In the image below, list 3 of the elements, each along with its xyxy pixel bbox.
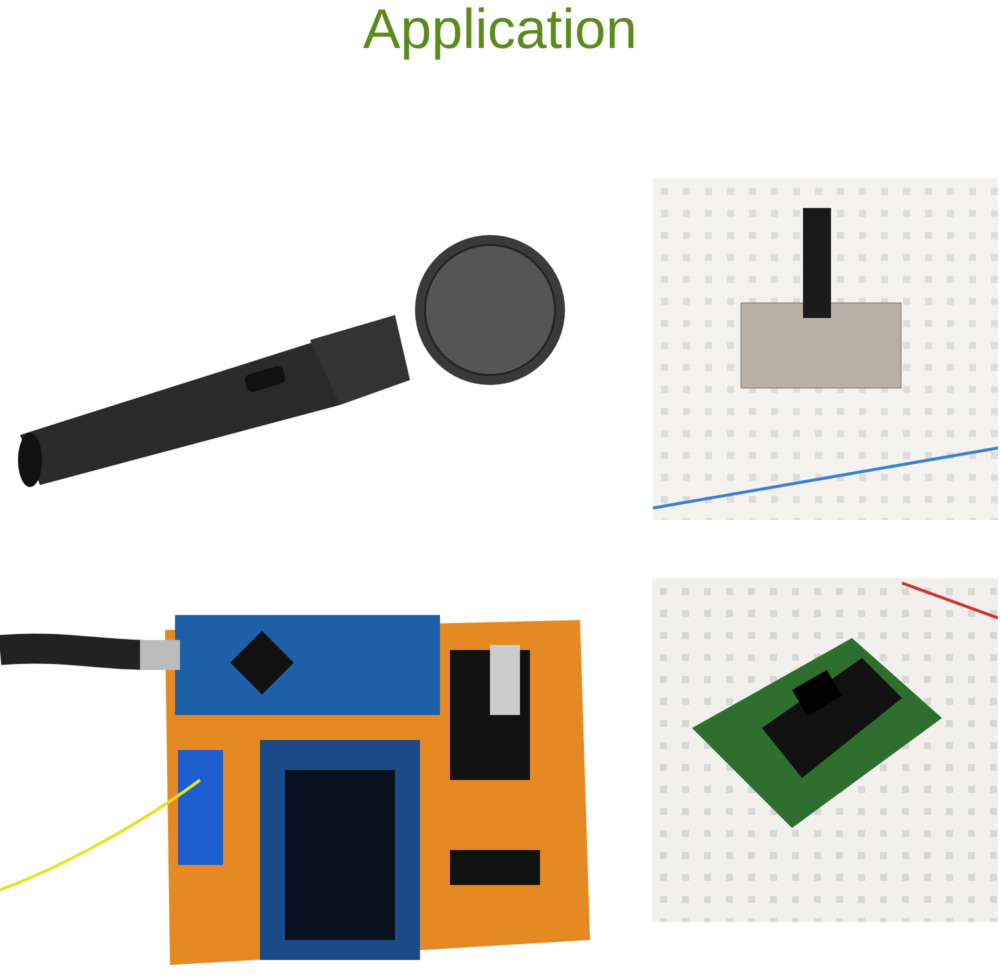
switch-module-drawing (652, 578, 998, 922)
title: Application (362, 0, 638, 61)
breadboard-switch-drawing (653, 178, 998, 520)
